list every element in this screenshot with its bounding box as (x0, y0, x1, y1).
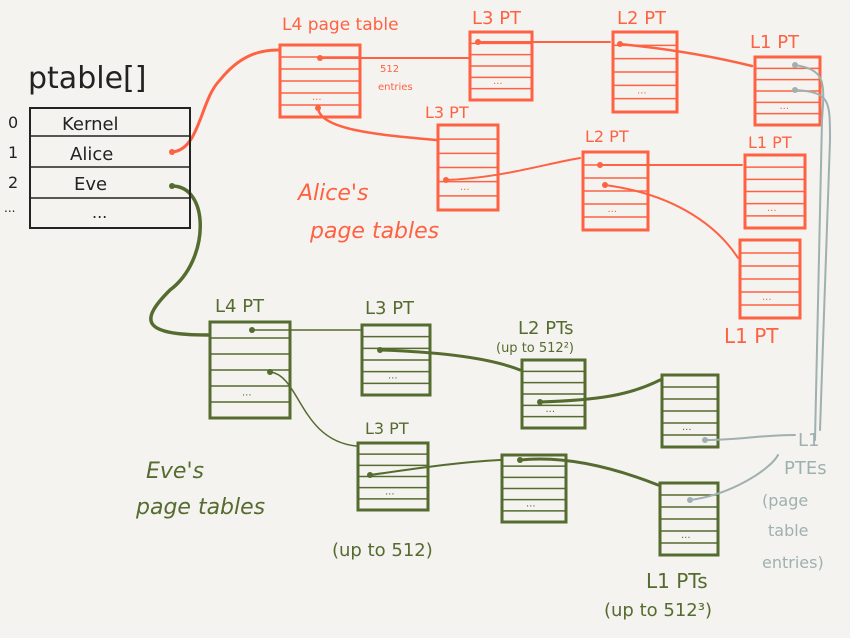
eve-l3-bottom-box: ... (356, 441, 430, 512)
box-ellipsis: ... (608, 204, 618, 215)
pointer-dot (367, 472, 373, 478)
eve-l3-bottom-label: L3 PT (365, 419, 409, 438)
box-ellipsis: ... (546, 404, 556, 415)
box-ellipsis: ... (388, 371, 398, 382)
box-ellipsis: ... (767, 203, 777, 214)
alice-caption-2: page tables (309, 219, 439, 244)
pointer-dot (792, 87, 798, 93)
pointer-dot (267, 369, 273, 375)
ptable-row-more: ... (92, 203, 107, 222)
eve-l1-note: (up to 512³) (604, 600, 712, 621)
eve-l3-note: (up to 512) (332, 540, 433, 561)
pointer-dot (475, 39, 481, 45)
eve-caption-2: page tables (135, 495, 265, 520)
pointer-dot (792, 62, 798, 68)
alice-l4-label: L4 page table (282, 15, 399, 35)
alice-l2-top-label: L2 PT (617, 8, 667, 29)
ptable-index-more: ... (4, 201, 15, 215)
eve-l2-note: (up to 512²) (496, 341, 574, 356)
pointer-dot (443, 177, 449, 183)
pte-note-4: table (768, 521, 809, 540)
alice-l2-to-l1-bottom (604, 184, 739, 259)
alice-l1-mid-label: L1 PT (748, 133, 792, 152)
entries-label-2: entries (378, 82, 413, 93)
alice-l1-top-label: L1 PT (750, 32, 800, 53)
pte-line-1 (794, 64, 825, 441)
alice-l3-top-box: ... (468, 30, 534, 102)
pointer-dot (169, 149, 175, 155)
pointer-dot (687, 497, 693, 503)
alice-l3-mid-box: ... (436, 123, 500, 212)
eve-l3-to-l2-bottom (369, 459, 501, 476)
alice-l2-to-l1 (618, 42, 754, 68)
alice-l2-mid-label: L2 PT (585, 127, 629, 146)
box-ellipsis: ... (385, 486, 395, 497)
alice-l1-bottom-box: ... (738, 238, 802, 320)
eve-pointer-arrow (149, 184, 210, 337)
eve-l3-top-box: ... (360, 323, 432, 397)
eve-l2-box: ... (520, 358, 587, 430)
pte-note-2: PTEs (784, 458, 827, 479)
box-ellipsis: ... (762, 292, 772, 303)
eve-l4-to-l3-bottom (269, 371, 357, 447)
pointer-dot (169, 183, 175, 189)
pointer-dot (317, 55, 323, 61)
box-ellipsis: ... (312, 92, 322, 103)
pointer-dot (602, 182, 608, 188)
pte-line-3 (704, 434, 796, 441)
eve-l1-top-box: ... (660, 373, 720, 449)
box-ellipsis: ... (682, 422, 692, 433)
pointer-dot (702, 437, 708, 443)
pte-line-4 (689, 454, 779, 501)
ptable-row-eve: Eve (74, 174, 107, 195)
ptable-index-0: 0 (8, 113, 18, 132)
pte-note-1: L1 (798, 430, 819, 451)
alice-l1-mid-box: ... (743, 153, 807, 230)
box-ellipsis: ... (637, 85, 647, 96)
alice-l1-top-box: ... (753, 55, 822, 127)
alice-l3-mid-label: L3 PT (425, 103, 469, 122)
eve-caption-1: Eve's (146, 459, 204, 484)
eve-l4-box: ... (208, 320, 292, 420)
ptable: ptable[] 0 1 2 ... Kernel Alice Eve ... (4, 61, 191, 229)
ptable-row-kernel: Kernel (62, 114, 119, 135)
eve-l3-to-l2 (378, 348, 522, 372)
pointer-dot (517, 457, 523, 463)
eve-l4-label: L4 PT (215, 296, 265, 317)
pointer-dot (617, 41, 623, 47)
box-ellipsis: ... (780, 101, 790, 112)
pointer-dot (377, 347, 383, 353)
pte-line-2 (794, 89, 832, 431)
eve-l2-label: L2 PTs (518, 318, 573, 339)
ptable-title: ptable[] (28, 61, 146, 96)
eve-l2-to-l1 (538, 378, 662, 404)
eve-l1-bottom-box: ... (658, 481, 720, 557)
pointer-dot (597, 162, 603, 168)
ptable-index-1: 1 (8, 143, 18, 162)
box-ellipsis: ... (242, 388, 252, 399)
ptable-row-alice: Alice (70, 144, 113, 165)
eve-l3-top-label: L3 PT (365, 298, 415, 319)
box-ellipsis: ... (460, 182, 470, 193)
alice-l4-to-l3-mid (316, 106, 438, 142)
eve-l1-label: L1 PTs (646, 569, 708, 593)
eve-l2-bottom-box: ... (500, 453, 568, 524)
box-ellipsis: ... (526, 498, 536, 509)
eve-l2-to-l1-bottom (518, 457, 660, 487)
entries-label-1: 512 (380, 64, 399, 75)
pointer-dot (537, 399, 543, 405)
alice-l3-top-label: L3 PT (472, 8, 522, 29)
pte-note-3: (page (762, 491, 808, 510)
pointer-dot (249, 327, 255, 333)
ptable-index-2: 2 (8, 173, 18, 192)
alice-l3-to-l2-mid (445, 157, 581, 181)
alice-caption-1: Alice's (296, 181, 368, 206)
pointer-dot (315, 105, 321, 111)
box-ellipsis: ... (681, 530, 691, 541)
alice-l1-bottom-label: L1 PT (724, 324, 779, 348)
box-ellipsis: ... (493, 76, 503, 87)
pte-note-5: entries) (762, 553, 824, 572)
